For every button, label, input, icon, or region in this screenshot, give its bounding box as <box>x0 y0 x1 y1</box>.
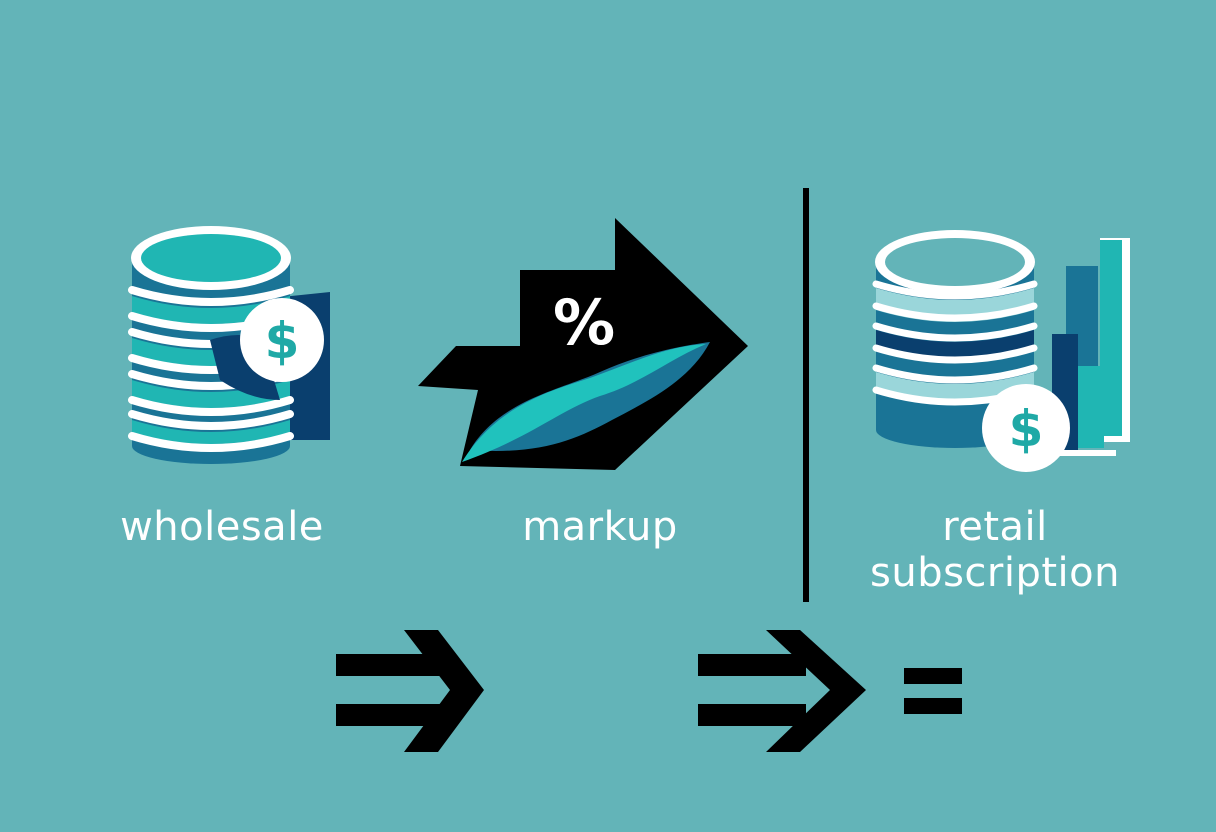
coin-stack-with-bar-chart-icon: $ <box>872 230 1130 472</box>
label-wholesale: wholesale <box>120 504 324 550</box>
retail-bar-chart <box>1052 238 1130 456</box>
retail-dollar-sign: $ <box>1009 400 1044 458</box>
retail-stripes <box>872 280 1038 406</box>
divider-line <box>803 188 809 602</box>
retail-bands <box>876 288 1034 404</box>
label-retail-subscription: retail subscription <box>830 504 1160 596</box>
label-retail-line1: retail <box>942 504 1048 550</box>
equals-icon <box>904 668 962 714</box>
wholesale-dollar-sign: $ <box>265 312 300 370</box>
markup-arrow-shape <box>418 218 748 470</box>
wholesale-top-coin-face <box>141 234 281 282</box>
double-arrow-icon-2 <box>698 630 866 752</box>
double-arrow-icon <box>336 630 484 752</box>
markup-percent-symbol: % <box>553 286 615 359</box>
wholesale-bands <box>132 296 290 444</box>
label-markup: markup <box>522 504 678 550</box>
markup-wave-teal <box>462 344 706 462</box>
percent-arrow-icon: % <box>418 218 748 470</box>
label-retail-line2: subscription <box>870 550 1120 596</box>
retail-dollar-coin: $ <box>982 384 1070 472</box>
wholesale-dollar-coin: $ <box>240 298 324 382</box>
retail-top-coin-face <box>885 238 1025 286</box>
coin-stack-icon: $ <box>128 226 330 464</box>
